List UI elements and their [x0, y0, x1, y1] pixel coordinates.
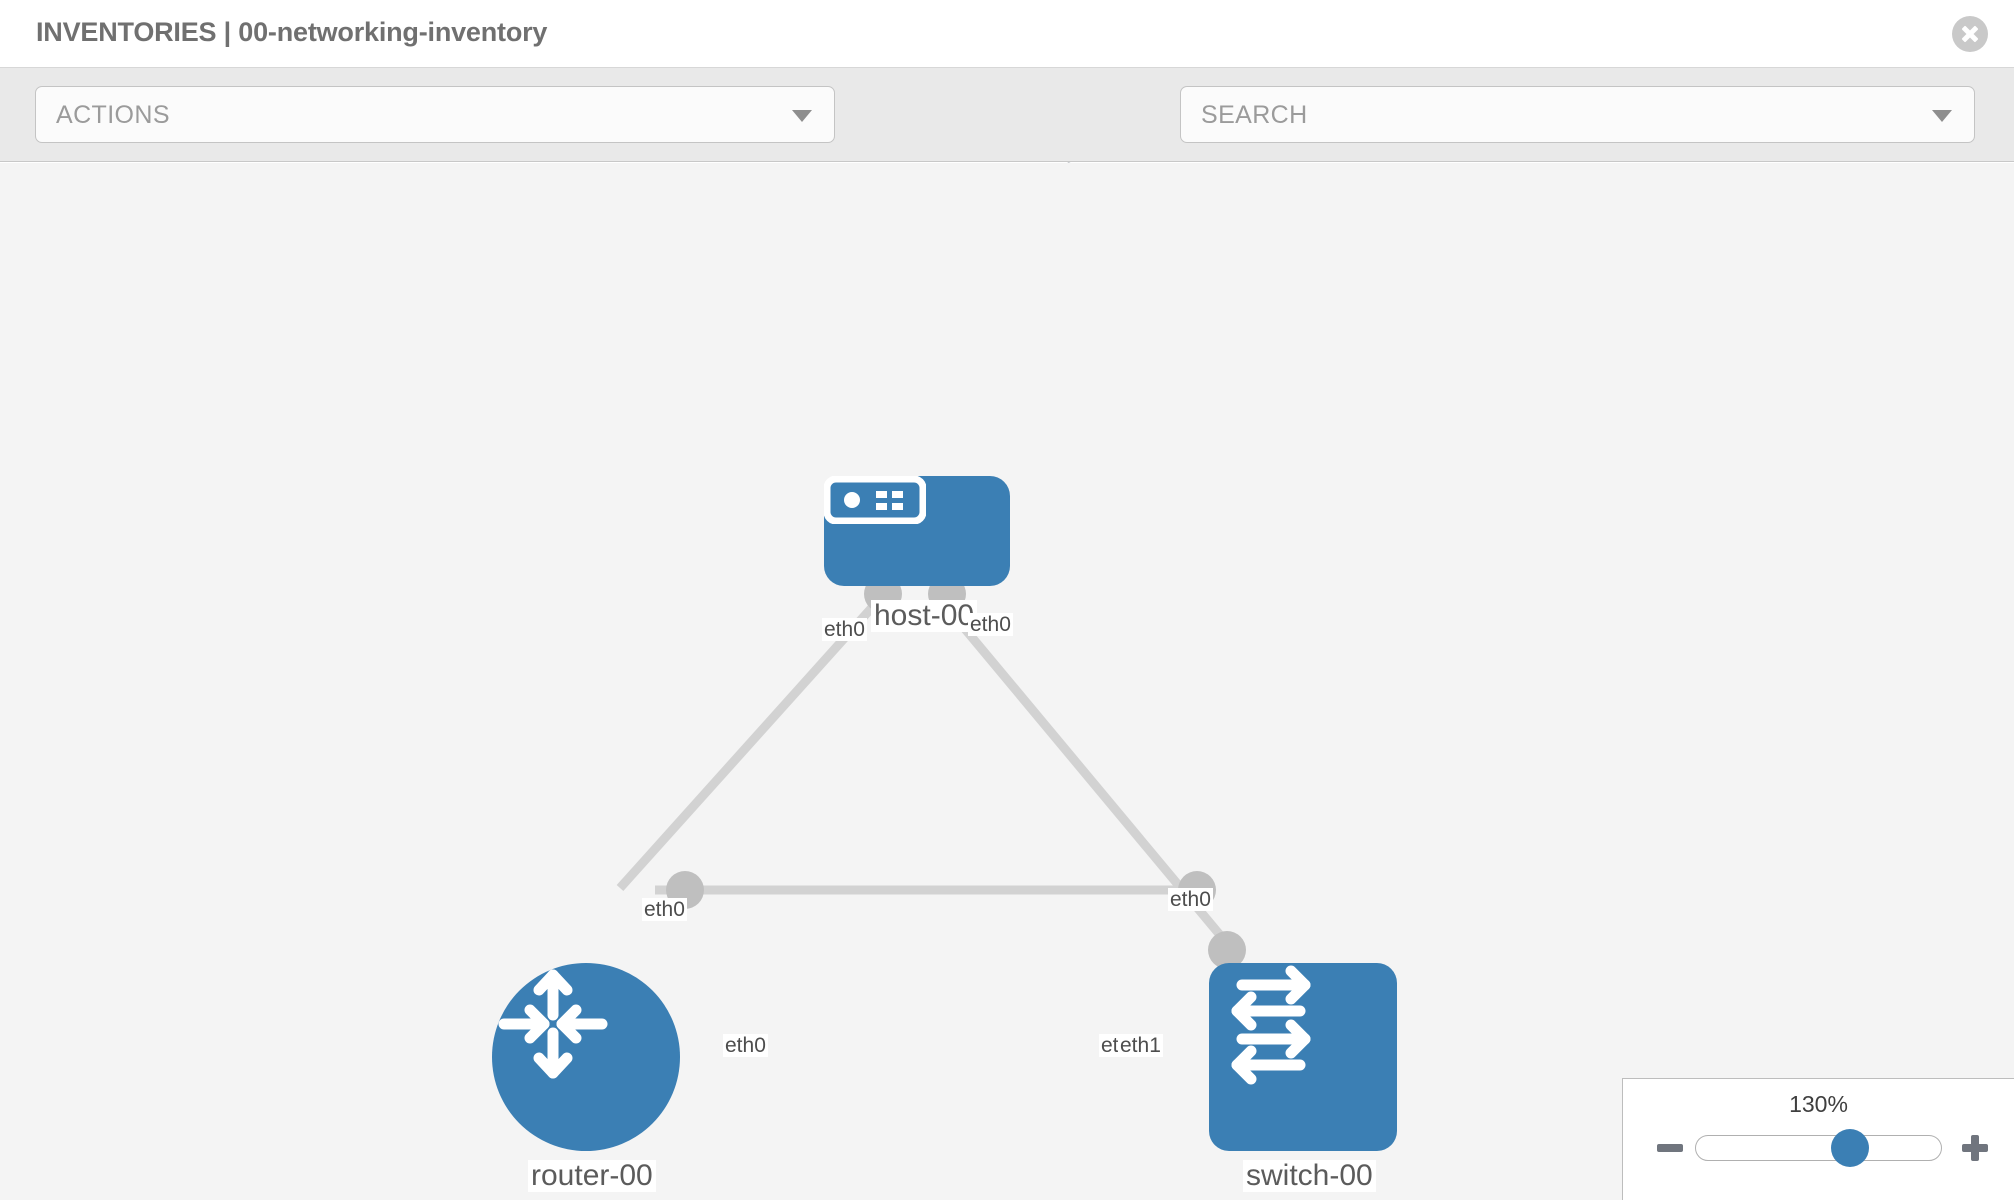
minus-icon[interactable]	[1653, 1131, 1687, 1165]
page-title: INVENTORIES | 00-networking-inventory	[36, 17, 548, 47]
topology-graph: host-00 eth0 eth0	[0, 163, 2014, 1200]
port-label-switch-left-overlap-b: eth1	[1118, 1034, 1163, 1058]
port-label-switch-left-overlap-a: et	[1099, 1034, 1121, 1058]
node-label-switch-00: switch-00	[1243, 1159, 1376, 1193]
port-label-switch-up: eth0	[1168, 888, 1213, 912]
search-placeholder: SEARCH	[1201, 101, 1308, 129]
actions-dropdown-label: ACTIONS	[56, 101, 170, 129]
port-label-host-left: eth0	[822, 618, 867, 642]
topology-canvas[interactable]: host-00 eth0 eth0	[0, 163, 2014, 1200]
topology-edges	[616, 589, 1239, 956]
server-icon	[824, 476, 926, 524]
node-label-host-00: host-00	[871, 599, 978, 633]
zoom-control-panel: 130%	[1622, 1078, 2014, 1200]
node-host-00	[824, 476, 1010, 586]
node-switch-00	[1209, 963, 1397, 1151]
zoom-level-label: 130%	[1789, 1091, 1848, 1117]
chevron-down-icon	[792, 109, 812, 122]
plus-icon[interactable]	[1958, 1131, 1992, 1165]
toolbar: ACTIONS SEARCH	[0, 68, 2014, 198]
node-router-00	[492, 963, 680, 1151]
zoom-slider[interactable]	[1695, 1129, 1942, 1167]
search-input[interactable]: SEARCH	[1180, 86, 1975, 143]
switch-node-shape[interactable]	[1209, 963, 1397, 1151]
node-label-router-00: router-00	[528, 1159, 656, 1193]
router-node-shape[interactable]	[492, 963, 680, 1151]
port-label-host-right: eth0	[968, 613, 1013, 637]
connector-switch-top	[1208, 931, 1246, 969]
actions-dropdown[interactable]: ACTIONS	[35, 86, 835, 143]
router-arrows-icon	[498, 969, 608, 1079]
host-node-shape[interactable]	[824, 476, 1010, 586]
port-label-router-right: eth0	[723, 1034, 768, 1058]
port-label-router-up: eth0	[642, 898, 687, 922]
switch-arrows-icon	[1231, 965, 1311, 1085]
chevron-down-icon[interactable]	[1932, 109, 1952, 122]
zoom-slider-thumb[interactable]	[1831, 1129, 1870, 1167]
close-icon[interactable]	[1952, 16, 1988, 52]
page-header: INVENTORIES | 00-networking-inventory	[0, 0, 2014, 68]
